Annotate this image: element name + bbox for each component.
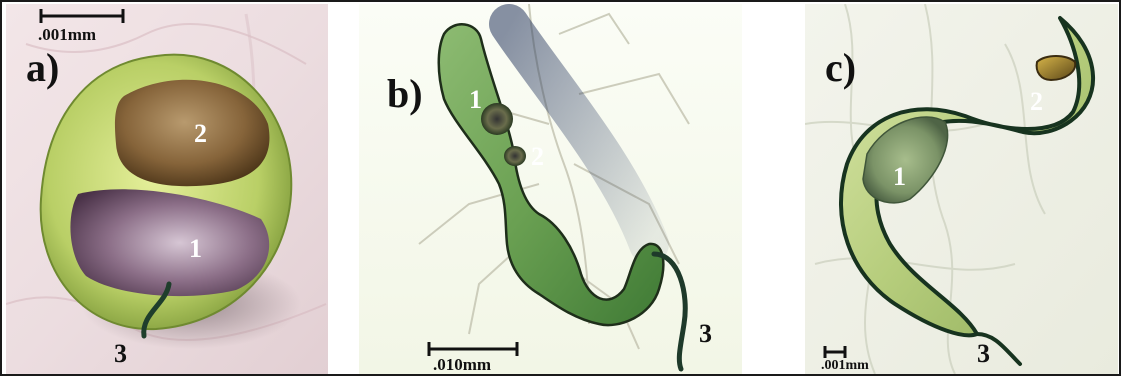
panel-b-illustration: [359, 4, 742, 374]
nucleus: [481, 103, 513, 135]
panel-label: c): [825, 48, 856, 88]
kinetoplast: [504, 146, 526, 166]
panel-label: b): [387, 74, 423, 114]
marker-1: 1: [469, 87, 482, 113]
marker-2: 2: [531, 144, 544, 170]
scale-label: .001mm: [821, 359, 869, 373]
scale-label: .001mm: [38, 26, 96, 43]
marker-2: 2: [1030, 89, 1043, 115]
panel-b: .010mm b) 1 2 3: [359, 4, 742, 374]
marker-1: 1: [189, 236, 202, 262]
panel-c: .001mm c) 1 2 3: [805, 4, 1118, 374]
scale-label: .010mm: [433, 356, 491, 373]
panel-label: a): [26, 48, 59, 88]
panel-a: .001mm a) 1 2 3: [6, 4, 328, 374]
marker-3: 3: [977, 341, 990, 367]
marker-1: 1: [893, 164, 906, 190]
marker-3: 3: [114, 341, 127, 367]
marker-2: 2: [194, 121, 207, 147]
marker-3: 3: [699, 321, 712, 347]
